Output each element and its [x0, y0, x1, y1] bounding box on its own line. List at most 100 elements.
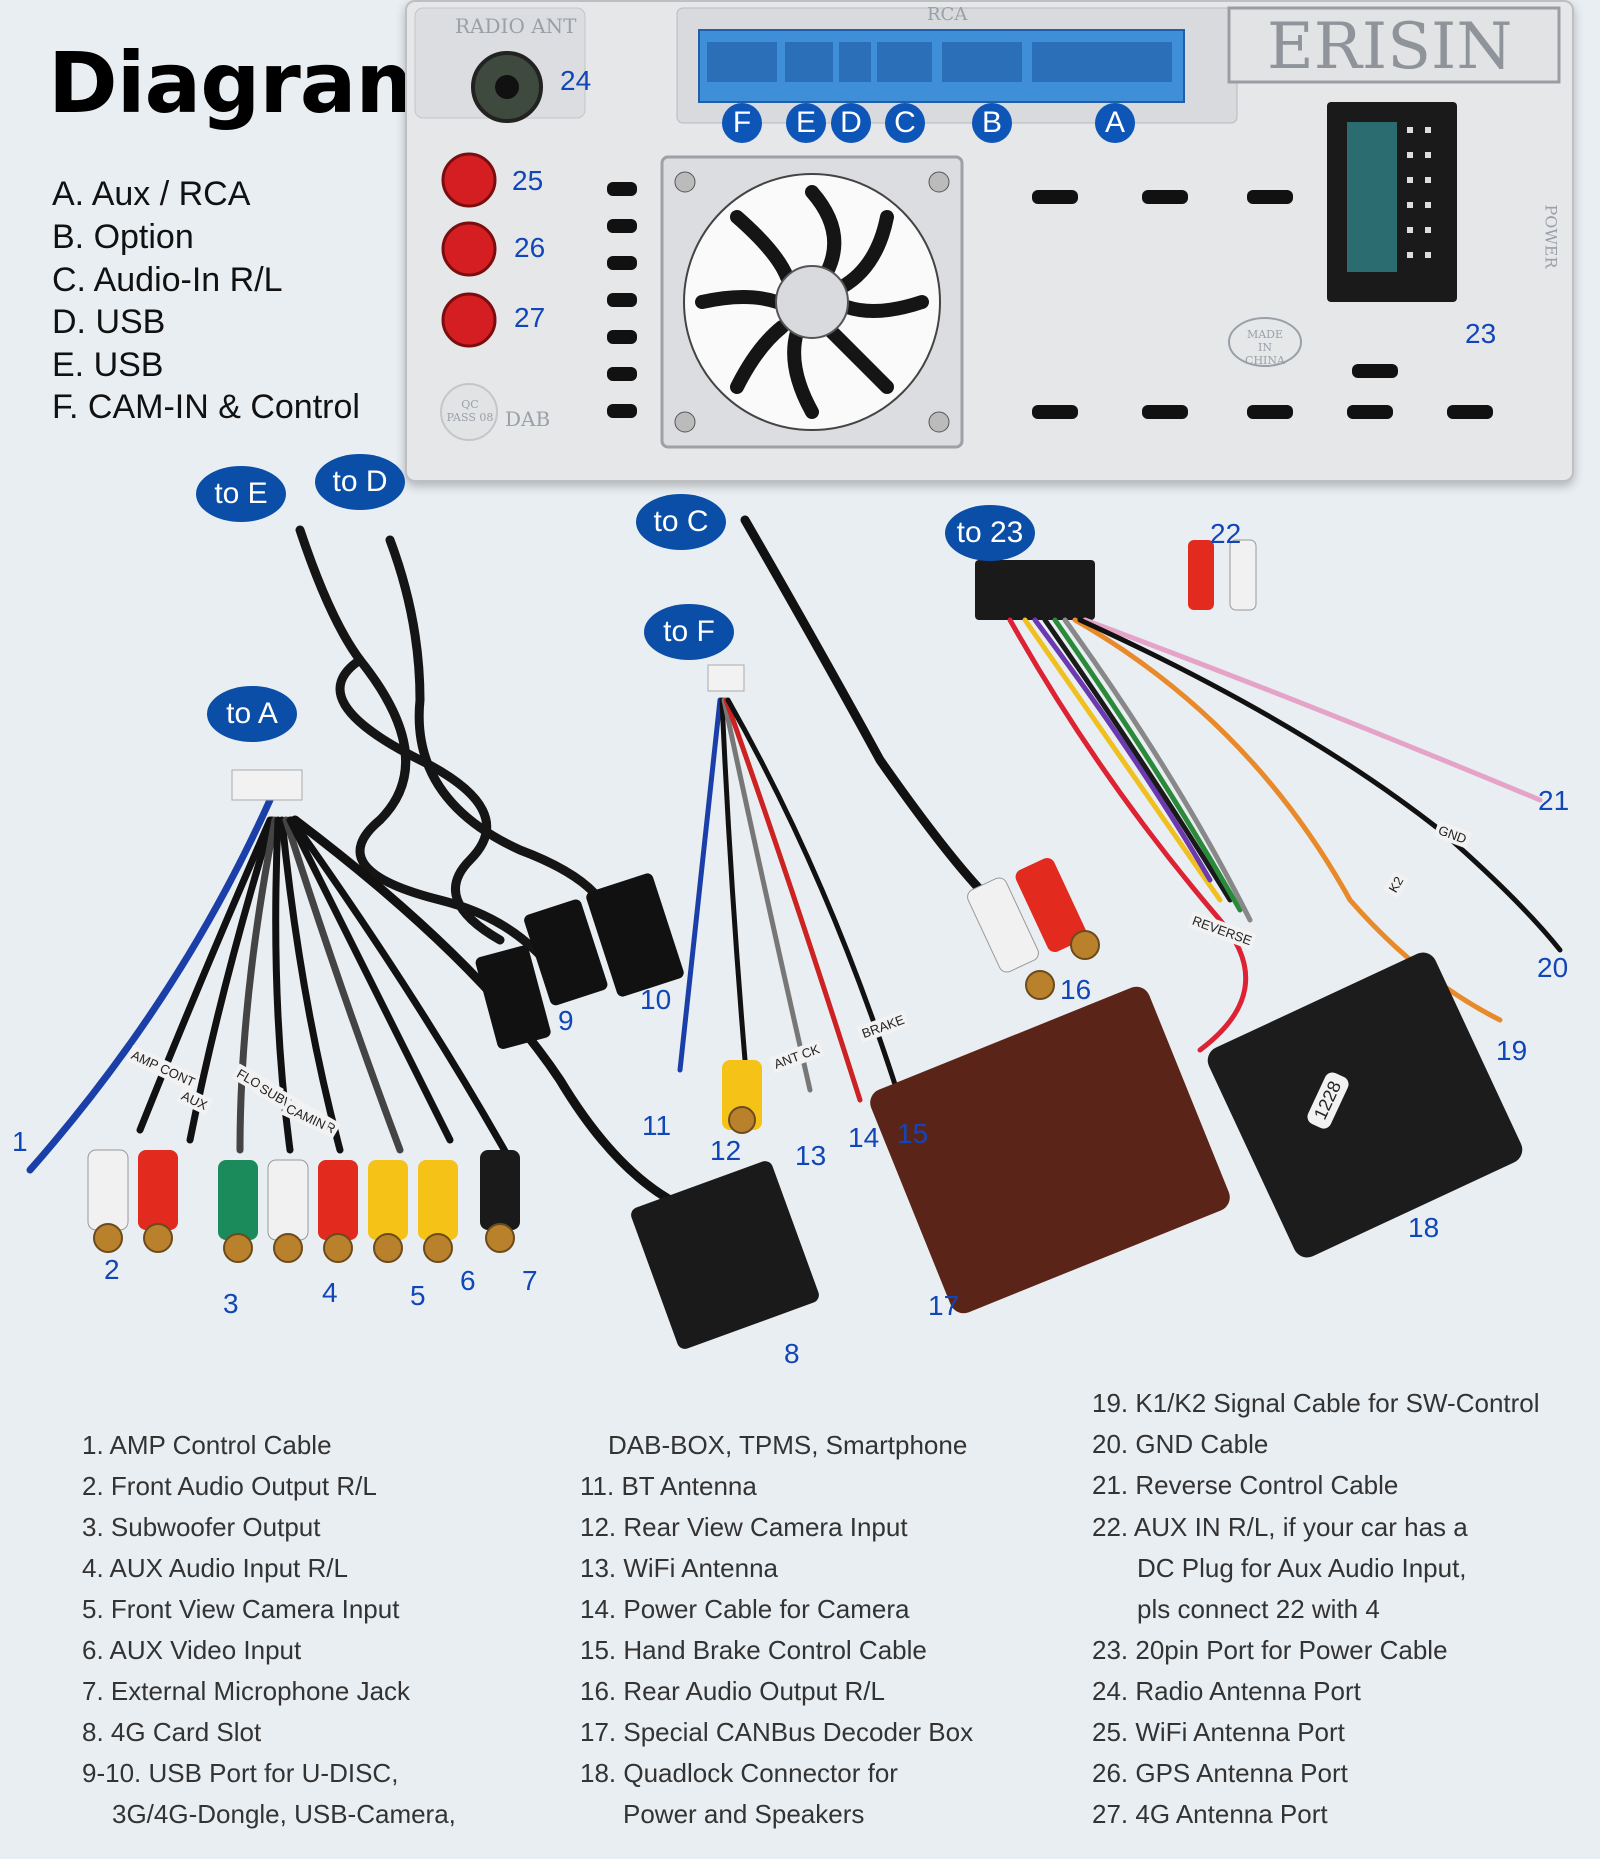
- legend-item-16: 16. Rear Audio Output R/L: [580, 1676, 885, 1706]
- callout-7: 7: [522, 1265, 538, 1296]
- legend-item-5: 5. Front View Camera Input: [82, 1594, 400, 1624]
- legend-item-1: 1. AMP Control Cable: [82, 1430, 332, 1460]
- 4g-antenna-port: [441, 292, 497, 348]
- callout-8: 8: [784, 1338, 800, 1369]
- badge-to-f: to F: [644, 604, 734, 660]
- callout-22: 22: [1210, 518, 1242, 549]
- legend-item-6: 6. AUX Video Input: [82, 1635, 302, 1665]
- canbus-decoder-box: [870, 986, 1230, 1314]
- head-unit-back-panel: RADIO ANT RCA ERISIN POWER MADE IN CHINA…: [405, 0, 1574, 482]
- port-legend-e: E. USB: [52, 346, 164, 384]
- legend-item-9-10-cont: 3G/4G-Dongle, USB-Camera,: [112, 1799, 456, 1829]
- quadlock-connector: [1207, 952, 1523, 1258]
- camera-control-harness: [677, 697, 903, 1103]
- connector-a-plug: [231, 769, 303, 801]
- callout-17: 17: [928, 1290, 960, 1321]
- legend-item-4: 4. AUX Audio Input R/L: [82, 1553, 348, 1583]
- radio-ant-label: RADIO ANT: [455, 14, 577, 38]
- legend-item-14: 14. Power Cable for Camera: [580, 1594, 910, 1624]
- 4g-card-slot-module: [631, 1161, 819, 1349]
- usb-port-9: [524, 899, 608, 1006]
- callout-15: 15: [897, 1118, 929, 1149]
- port-number-23: 23: [1465, 318, 1497, 349]
- callout-10: 10: [640, 984, 672, 1015]
- gps-antenna-port: [441, 221, 497, 277]
- dab-label: DAB: [505, 407, 551, 431]
- legend-item-15: 15. Hand Brake Control Cable: [580, 1635, 927, 1665]
- legend-item-19: 19. K1/K2 Signal Cable for SW-Control: [1092, 1388, 1540, 1418]
- made-in-china-stamp: MADE IN CHINA: [1245, 328, 1285, 367]
- page-title: Diagram: [48, 34, 443, 132]
- legend-item-12: 12. Rear View Camera Input: [580, 1512, 908, 1542]
- fan-blades: [695, 185, 929, 419]
- legend-item-22-cont2: pls connect 22 with 4: [1137, 1594, 1380, 1624]
- callout-18: 18: [1408, 1212, 1440, 1243]
- rear-rca-white: [967, 877, 1039, 973]
- legend-item-25: 25. WiFi Antenna Port: [1092, 1717, 1345, 1747]
- wifi-antenna-port: [441, 152, 497, 208]
- usb-cables: [295, 525, 615, 985]
- callout-16: 16: [1060, 974, 1092, 1005]
- power-harness-wires: [1007, 617, 1563, 1053]
- callout-5: 5: [410, 1280, 426, 1311]
- legend-item-8: 8. 4G Card Slot: [82, 1717, 262, 1747]
- legend-item-2: 2. Front Audio Output R/L: [82, 1471, 377, 1501]
- legend-item-22: 22. AUX IN R/L, if your car has a: [1092, 1512, 1468, 1542]
- port-badge-e: E: [786, 103, 826, 143]
- brand-logo: ERISIN: [1267, 10, 1513, 84]
- aux-in-rca-red: [1188, 540, 1214, 610]
- port-number-24: 24: [560, 65, 592, 96]
- port-legend-f: F. CAM-IN & Control: [52, 388, 360, 426]
- badge-to-a: to A: [207, 686, 297, 742]
- callout-21: 21: [1538, 785, 1570, 816]
- qc-pass-stamp: QC PASS 08: [446, 398, 494, 424]
- rca-plugs-front: [87, 1149, 520, 1241]
- port-number-26: 26: [514, 232, 546, 263]
- legend-item-20: 20. GND Cable: [1092, 1429, 1269, 1459]
- port-badge-c: C: [885, 103, 925, 143]
- rear-rca-red: [1015, 857, 1087, 953]
- connector-f-plug: [707, 664, 745, 692]
- port-badge-f: F: [722, 103, 762, 143]
- legend-item-18-cont: Power and Speakers: [623, 1799, 865, 1829]
- legend-item-18: 18. Quadlock Connector for: [580, 1758, 898, 1788]
- port-badge-d: D: [831, 103, 871, 143]
- callout-3: 3: [223, 1288, 239, 1319]
- port-badge-b: B: [972, 103, 1012, 143]
- callout-20: 20: [1537, 952, 1569, 983]
- badge-to-d: to D: [315, 454, 405, 510]
- port-legend-d: D. USB: [52, 303, 166, 341]
- callout-1: 1: [12, 1126, 28, 1157]
- port-badge-a: A: [1095, 103, 1135, 143]
- legend-item-7: 7. External Microphone Jack: [82, 1676, 411, 1706]
- badge-to-c: to C: [636, 494, 726, 550]
- port-number-25: 25: [512, 165, 544, 196]
- legend-item-26: 26. GPS Antenna Port: [1092, 1758, 1348, 1788]
- legend-item-23: 23. 20pin Port for Power Cable: [1092, 1635, 1448, 1665]
- callout-14: 14: [848, 1122, 880, 1153]
- legend-item-22-cont: DC Plug for Aux Audio Input,: [1137, 1553, 1467, 1583]
- port-legend-b: B. Option: [52, 218, 194, 256]
- panel-graphics: [414, 6, 1561, 449]
- callout-19: 19: [1496, 1035, 1528, 1066]
- legend-item-11: 11. BT Antenna: [580, 1471, 757, 1501]
- legend-item-21: 21. Reverse Control Cable: [1092, 1470, 1399, 1500]
- callout-9: 9: [558, 1005, 574, 1036]
- callout-6: 6: [460, 1265, 476, 1296]
- callout-11: 11: [642, 1110, 672, 1141]
- legend-item-17: 17. Special CANBus Decoder Box: [580, 1717, 974, 1747]
- legend-item-3: 3. Subwoofer Output: [82, 1512, 321, 1542]
- power-harness-plug: [975, 560, 1095, 620]
- port-legend-a: A. Aux / RCA: [52, 175, 251, 213]
- legend-item-9-10: 9-10. USB Port for U-DISC,: [82, 1758, 399, 1788]
- audio-in-cable: [740, 515, 995, 905]
- badge-to-e: to E: [196, 466, 286, 522]
- badge-to-23: to 23: [945, 505, 1035, 561]
- callout-13: 13: [795, 1140, 827, 1171]
- aux-in-rca-white: [1229, 539, 1257, 611]
- callout-2: 2: [104, 1254, 120, 1285]
- usb-port-10: [586, 873, 684, 997]
- rca-label: RCA: [927, 4, 968, 25]
- callout-12: 12: [710, 1135, 742, 1166]
